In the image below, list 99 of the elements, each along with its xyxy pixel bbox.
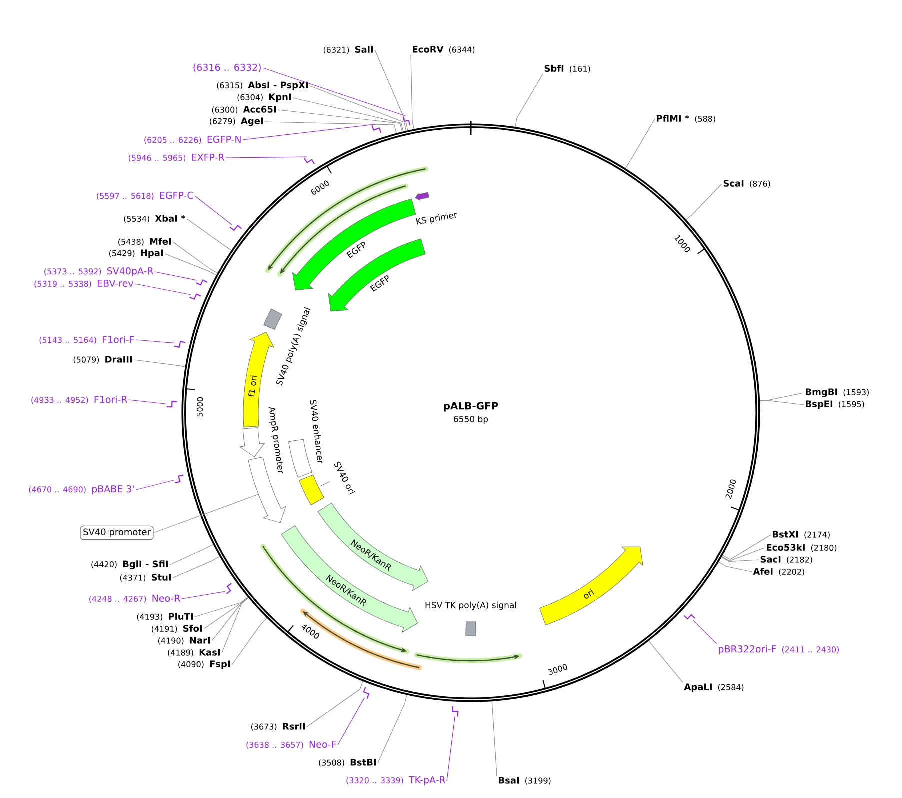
leader-line — [136, 480, 175, 490]
enzyme-site-label: BstXI (2174) — [773, 531, 830, 539]
primer-label: (4933 .. 4952) F1ori-R — [32, 396, 128, 404]
leader-line — [278, 110, 403, 132]
leader-line — [134, 284, 192, 296]
primer-label: (6205 .. 6226) EGFP-N — [144, 136, 241, 144]
feature-label: KS primer — [416, 213, 458, 225]
scale-label: 3000 — [548, 664, 568, 676]
leader-line — [760, 392, 804, 401]
leader-line — [194, 196, 232, 226]
leader-line — [222, 598, 249, 654]
scale-label: 5000 — [196, 398, 204, 417]
feature-label-box: SV40 promoter — [80, 526, 154, 540]
feature-label: ori — [584, 588, 594, 599]
leader-line — [492, 701, 498, 776]
scale-label: 2000 — [726, 480, 736, 500]
leader-line — [625, 118, 656, 169]
enzyme-site-label: (6279) AgeI — [210, 118, 263, 126]
leader-line — [264, 122, 397, 134]
enzyme-site-label: (4190) NarI — [158, 637, 210, 645]
leader-line — [515, 74, 544, 128]
leader-line — [134, 360, 186, 368]
enzyme-site-label: BspEI (1595) — [806, 400, 864, 410]
enzyme-site-label: ScaI (876) — [724, 180, 770, 188]
primer-label: (5319 .. 5338) EBV-rev — [34, 280, 134, 288]
enzyme-site-label: ApaLI (2584) — [684, 684, 744, 692]
leader-line — [153, 494, 259, 534]
enzyme-site-label: (3508) BstBI — [319, 759, 376, 767]
enzyme-site-label: (5079) DraIII — [74, 356, 132, 364]
enzyme-site-label: BsaI (3199) — [499, 777, 551, 785]
primer-label: (5597 .. 5618) EGFP-C — [97, 192, 194, 200]
leader-line — [722, 534, 772, 560]
plasmid-name: pALB-GFP — [444, 402, 498, 412]
enzyme-site-label: (4189) KasI — [168, 649, 220, 657]
leader-line — [686, 184, 722, 220]
leader-line — [172, 556, 220, 578]
enzyme-site-label: (6300) Acc65I — [212, 106, 276, 114]
enzyme-site-label: (6304) KpnI — [238, 94, 291, 102]
leader-line — [692, 620, 718, 644]
feature-label: HSV TK poly(A) signal — [426, 602, 516, 610]
primer-label: (3320 .. 3339) TK-pA-R — [346, 776, 446, 786]
enzyme-site-label: AfeI (2202) — [753, 568, 804, 576]
primer-label: (4670 .. 4690) pBABE 3' — [29, 485, 134, 494]
primer-label: (3638 .. 3657) Neo-F — [246, 741, 336, 749]
primer-label: (6316 .. 6332) — [194, 64, 261, 72]
leader-line — [648, 640, 684, 683]
primer-label: pBR322ori-F (2411 .. 2430) — [719, 645, 839, 655]
enzyme-site-label: (4371) StuI — [120, 574, 171, 582]
leader-line — [310, 86, 407, 132]
leader-line — [194, 597, 248, 618]
leader-line — [374, 50, 408, 131]
enzyme-site-label: (4420) BglI - SfiI — [92, 560, 168, 570]
enzyme-site-label: PflMI * (588) — [657, 115, 716, 123]
enzyme-site-label: (6315) AbsI - PspXI — [217, 82, 308, 90]
leader-line — [226, 156, 308, 158]
leader-line — [164, 254, 217, 276]
primer-label: (5373 .. 5392) SV40pA-R — [44, 267, 154, 276]
leader-line — [212, 598, 249, 642]
enzyme-site-label: (5429) HpaI — [110, 250, 163, 258]
leader-line — [204, 597, 248, 630]
leader-line — [186, 218, 232, 251]
leader-line — [446, 716, 456, 782]
leader-line — [232, 618, 268, 666]
enzyme-site-label: SacI (2182) — [760, 556, 812, 564]
leader-line — [306, 681, 364, 728]
leader-line — [410, 54, 414, 130]
leader-line — [722, 557, 760, 562]
plasmid-size: 6550 bp — [454, 416, 488, 424]
primer-label: (5143 .. 5164) F1ori-F — [40, 336, 134, 344]
enzyme-site-label: Eco53kI (2180) — [767, 544, 837, 552]
feature-label: AmpR promoter — [269, 407, 284, 474]
enzyme-site-label: EcoRV (6344) — [413, 46, 475, 54]
enzyme-site-label: (6321) SalI — [324, 46, 373, 54]
leader-line — [338, 698, 365, 746]
leader-line — [170, 544, 214, 566]
leader-line — [136, 340, 176, 344]
primer-label: (4248 .. 4267) Neo-R — [90, 595, 181, 603]
enzyme-site-label: (5534) XbaI * — [124, 215, 186, 223]
leader-line — [182, 591, 226, 600]
leader-line — [292, 98, 404, 132]
enzyme-site-label: BmgBI (1593) — [806, 388, 869, 398]
leader-line — [172, 242, 218, 274]
leader-line — [242, 124, 376, 140]
feature-label: f1 ori — [248, 376, 258, 397]
enzyme-site-label: SbfI (161) — [544, 65, 590, 73]
leader-line — [262, 68, 406, 116]
leader-line — [128, 400, 168, 405]
leader-line — [718, 562, 752, 572]
enzyme-site-label: (5438) MfeI — [118, 238, 171, 246]
feature-label: SV40 enhancer — [310, 400, 323, 464]
enzyme-site-label: (4090) FspI — [178, 660, 230, 670]
enzyme-site-label: (4193) PluTI — [137, 613, 193, 621]
leader-line — [722, 548, 766, 562]
leader-line — [378, 695, 408, 764]
primer-label: (5946 .. 5965) EXFP-R — [129, 154, 225, 162]
leader-line — [154, 272, 198, 281]
enzyme-site-label: (4191) SfoI — [152, 625, 202, 633]
enzyme-site-label: (3673) RsrII — [251, 723, 305, 731]
leader-line — [760, 400, 804, 406]
